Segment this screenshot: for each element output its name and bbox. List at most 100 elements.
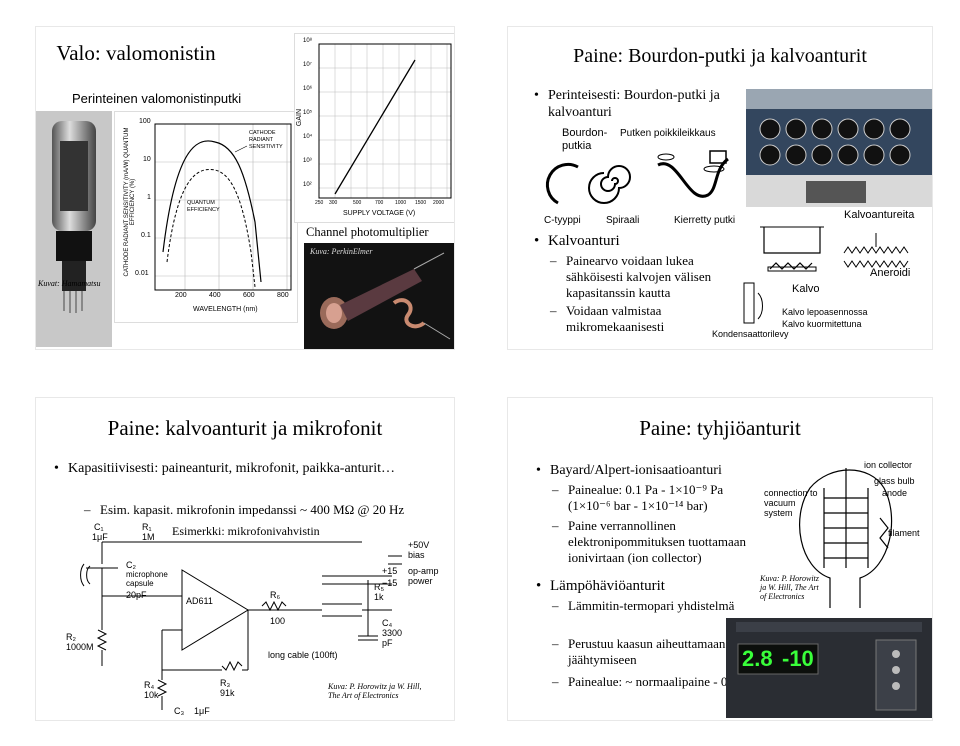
graph2-xtick: 300 — [329, 200, 338, 206]
sub-jaahtyminen: Perustuu kaasun aiheuttamaan jäähtymisee… — [552, 636, 758, 668]
pressure-display-exponent: -10 — [782, 646, 814, 671]
slide-kalvoanturit-mikrofonit: Paine: kalvoanturit ja mikrofonit Kapasi… — [36, 398, 454, 720]
bullet-bayard-alpert: Bayard/Alpert-ionisaatioanturi — [536, 462, 780, 479]
circuit-caption: Esimerkki: mikrofonivahvistin — [172, 524, 320, 538]
slide-title: Paine: kalvoanturit ja mikrofonit — [107, 416, 383, 440]
bourdon-label: Bourdon-putkia — [562, 127, 608, 152]
microphone-amplifier-circuit: Esimerkki: mikrofonivahvistin C₁ 1μF R₁ … — [62, 520, 452, 720]
cathode-sensitivity-label: CATHODE RADIANT SENSITIVITY — [249, 130, 283, 150]
ion-collector-label: ion collector — [864, 460, 913, 470]
image-credit: Kuvat: Hamamatsu — [38, 279, 101, 288]
slide-bourdon: Paine: Bourdon-putki ja kalvoanturit Per… — [508, 27, 932, 349]
diaphragm-loaded-label: Kalvo kuormitettuna — [782, 319, 862, 329]
graph2-xtick: 2000 — [433, 200, 445, 206]
gain-graph: GAIN 10⁸ 10⁷ 10⁶ 10⁵ 10⁴ 10³ 10² 250 300… — [294, 33, 454, 223]
c3-label: C₃ — [174, 706, 185, 716]
r3-value: 91k — [220, 688, 235, 698]
graph1-xtick: 800 — [277, 292, 289, 299]
diaphragm-label: Kalvo — [792, 283, 820, 295]
graph2-ytick: 10⁴ — [303, 134, 313, 140]
ic-label: AD611 — [186, 596, 213, 606]
slide-tyhjioanturit: Paine: tyhjiöanturit Bayard/Alpert-ionis… — [508, 398, 932, 720]
c1-value: 1μF — [92, 532, 108, 542]
graph1-xtick: 400 — [209, 292, 221, 299]
sub-painealue: Painealue: 0.1 Pa - 1×10⁻⁹ Pa (1×10⁻⁶ ba… — [552, 482, 768, 514]
spiral-label: Spiraali — [606, 215, 640, 226]
bullet-kalvoanturi: Kalvoanturi — [534, 233, 620, 250]
c1-label: C₁ — [94, 522, 104, 532]
glass-bulb-label: glass bulb — [874, 476, 915, 486]
anode-label: anode — [882, 488, 908, 498]
bias-label: +50V bias — [408, 540, 430, 560]
r3-label: R₃ — [220, 678, 231, 688]
bullet-lampohavio: Lämpöhäviöanturit — [536, 578, 665, 595]
graph2-xlabel: SUPPLY VOLTAGE (V) — [343, 210, 416, 217]
c4-value: 3300 pF — [382, 628, 403, 648]
pressure-display-mantissa: 2.8 — [742, 646, 773, 671]
graph1-ytick: 0.1 — [141, 232, 151, 239]
graph2-ytick: 10⁶ — [303, 86, 313, 92]
gauge-controller-photo: 2.8 -10 — [726, 618, 932, 718]
graph2-ylabel: GAIN — [296, 108, 304, 127]
bullet-perinteisesti: Perinteisesti: Bourdon-putki ja kalvoant… — [534, 87, 748, 121]
ion-gauge-drawing: ion collector glass bulb anode filament … — [760, 458, 932, 614]
sub-esim-kapasit: Esim. kapasit. mikrofonin impedanssi ~ 4… — [84, 502, 450, 518]
capacitor-plate-label: Kondensaattorilevy — [712, 329, 789, 339]
connection-label: connection to vacuum system — [764, 488, 818, 518]
channel-photomultiplier-label: Channel photomultiplier — [306, 225, 429, 239]
slide-subtitle: Perinteinen valomonistinputki — [72, 91, 242, 106]
r4-label: R₄ — [144, 680, 155, 690]
c4-label: C₄ — [382, 618, 393, 628]
r1-label: R₁ — [142, 522, 152, 532]
graph2-xtick: 500 — [353, 200, 362, 206]
graph1-ytick: 1 — [147, 194, 151, 201]
bourdon-tubes-drawing — [538, 145, 744, 215]
c-type-label: C-tyyppi — [544, 215, 581, 226]
graph2-ytick: 10⁵ — [303, 110, 313, 116]
slide-title: Paine: Bourdon-putki ja kalvoanturit — [573, 45, 867, 67]
twisted-label: Kierretty putki — [674, 215, 736, 226]
long-cable-label: long cable (100ft) — [268, 650, 338, 660]
slide-valomonistin: Valo: valomonistin Perinteinen valomonis… — [36, 27, 454, 349]
graph2-xtick: 1500 — [415, 200, 427, 206]
sensitivity-graph: 100 10 1 0.1 0.01 200 400 600 800 WAVELE… — [114, 111, 298, 323]
graph2-ytick: 10⁷ — [303, 62, 312, 68]
graph1-xtick: 600 — [243, 292, 255, 299]
sub-verrannollinen: Paine verrannollinen elektronipommitukse… — [552, 518, 764, 566]
graph2-ytick: 10³ — [303, 158, 312, 164]
graph1-ytick: 100 — [139, 118, 151, 125]
bullet-kapasitiivisesti: Kapasitiivisesti: paineanturit, mikrofon… — [54, 460, 428, 477]
graph2-xtick: 700 — [375, 200, 384, 206]
channel-photomultiplier-photo: Kuva: PerkinElmer — [304, 243, 454, 349]
graph2-xtick: 250 — [315, 200, 324, 206]
r2-label: R₂ — [66, 632, 76, 642]
r6-label: R₆ — [270, 590, 281, 600]
quantum-efficiency-label: QUANTUM EFFICIENCY — [187, 200, 220, 213]
plus15-label: +15 — [382, 566, 398, 576]
diaphragm-rest-label: Kalvo lepoasennossa — [782, 307, 868, 317]
r2-value: 1000M — [66, 642, 94, 652]
sub-painealue-2: Painealue: ~ normaalipaine - 0.1 Pa — [552, 674, 758, 690]
graph1-xlabel: WAVELENGTH (nm) — [193, 306, 258, 313]
r6-value: 100 — [270, 616, 286, 626]
opamp-power-label: op-amp power — [408, 566, 439, 586]
graph2-xtick: 1000 — [395, 200, 407, 206]
slide-title: Paine: tyhjiöanturit — [639, 416, 801, 440]
r5-value: 1k — [374, 592, 384, 602]
membranes-label: Kalvoantureita — [844, 209, 915, 221]
cockpit-instruments-photo — [746, 89, 932, 207]
graph1-ytick: 10 — [143, 156, 151, 163]
image-credit: Kuva: P. Horowitz ja W. Hill, The Art of… — [328, 682, 422, 700]
sub-lammitin: Lämmitin-termopari yhdistelmä — [552, 598, 738, 614]
c2-value: 20pF — [126, 590, 147, 600]
graph1-ylabel: CATHODE RADIANT SENSITIVITY (mA/W) QUANT… — [124, 127, 136, 277]
photomultiplier-tube-photo: Kuvat: Hamamatsu — [36, 111, 112, 347]
r5-label: R₅ — [374, 582, 385, 592]
microphone-label: microphone capsule — [126, 570, 168, 588]
c3-value: 1μF — [194, 706, 210, 716]
aneroid-label: Aneroidi — [870, 267, 911, 279]
image-credit: Kuva: PerkinElmer — [310, 247, 373, 256]
diaphragm-drawings — [724, 223, 932, 333]
image-credit: Kuva: P. Horowitz ja W. Hill, The Art of… — [760, 574, 819, 601]
sub-painearvo: Painearvo voidaan lukea sähköisesti kalv… — [550, 253, 736, 301]
